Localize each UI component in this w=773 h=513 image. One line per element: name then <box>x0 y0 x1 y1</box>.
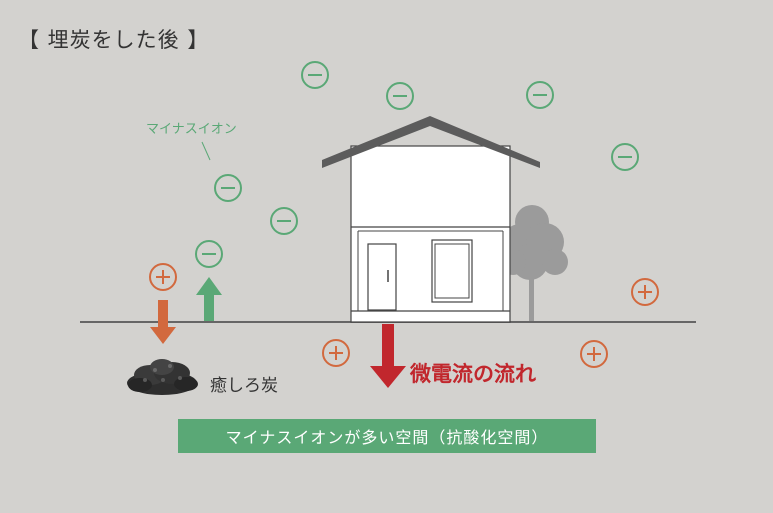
minus-ion-icon <box>214 174 242 202</box>
ion-label-pointer <box>201 141 211 161</box>
minus-ion-icon <box>270 207 298 235</box>
house-icon <box>322 116 540 323</box>
plus-ion-icon <box>322 339 350 367</box>
minus-ion-label: マイナスイオン <box>146 122 237 137</box>
minus-ion-icon <box>301 61 329 89</box>
plus-ion-icon <box>580 340 608 368</box>
caption-banner-text: マイナスイオンが多い空間（抗酸化空間） <box>225 428 549 447</box>
house-wall <box>350 145 511 323</box>
plus-ion-down-arrow <box>150 300 176 344</box>
plus-ion-icon <box>631 278 659 306</box>
house-door <box>367 243 397 311</box>
page-title: 【 埋炭をした後 】 <box>18 28 210 52</box>
plus-ion-icon <box>149 263 177 291</box>
current-flow-label: 微電流の流れ <box>410 362 536 386</box>
minus-ion-icon <box>195 240 223 268</box>
tree-icon <box>500 205 568 322</box>
current-down-arrow <box>370 324 406 388</box>
charcoal-icon <box>127 359 198 395</box>
minus-ion-up-arrow <box>196 277 222 321</box>
caption-banner: マイナスイオンが多い空間（抗酸化空間） <box>178 419 596 453</box>
house-window-inner <box>434 243 470 299</box>
house-window-outer <box>431 239 473 303</box>
minus-ion-icon <box>386 82 414 110</box>
minus-ion-icon <box>526 81 554 109</box>
minus-ion-icon <box>611 143 639 171</box>
charcoal-label: 癒しろ炭 <box>210 376 278 396</box>
